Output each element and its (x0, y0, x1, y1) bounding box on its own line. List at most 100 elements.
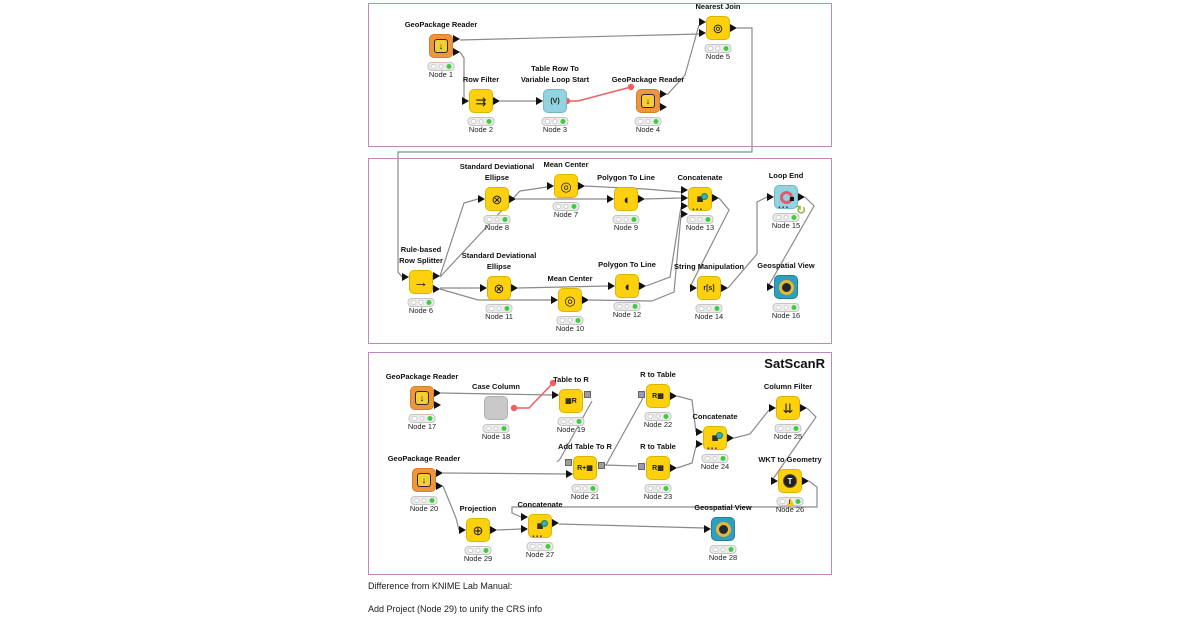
input-port[interactable] (536, 97, 543, 105)
node-29[interactable]: Projection⊕ Node 29 (459, 504, 497, 563)
output-port[interactable] (638, 195, 645, 203)
node-icon-box[interactable]: R+▦ (573, 456, 597, 480)
wire[interactable] (517, 285, 609, 289)
wire[interactable] (645, 206, 682, 287)
r-port[interactable] (565, 458, 572, 466)
wire[interactable] (584, 185, 682, 193)
output-port[interactable] (798, 193, 805, 201)
node-icon-box[interactable]: T (778, 469, 802, 493)
node-icon-box[interactable]: ↓ (410, 386, 434, 410)
output-port[interactable] (552, 519, 559, 527)
input-port[interactable] (478, 195, 485, 203)
r-port[interactable] (584, 390, 591, 398)
wire[interactable] (442, 472, 567, 475)
node-icon-box[interactable]: ⇊ (776, 396, 800, 420)
node-icon-box[interactable]: ▦ ... (528, 514, 552, 540)
input-port[interactable] (521, 513, 528, 521)
output-port[interactable] (434, 401, 441, 409)
node-icon-box[interactable]: r[s] (697, 276, 721, 300)
flow-variable-wire[interactable] (514, 382, 554, 409)
input-port[interactable] (681, 194, 688, 202)
wire[interactable] (558, 523, 705, 529)
input-port[interactable] (547, 182, 554, 190)
wire[interactable] (676, 445, 697, 469)
wire[interactable] (644, 197, 682, 200)
ellipse-loop-box[interactable] (368, 158, 832, 344)
node-icon-box[interactable]: → (409, 270, 433, 294)
input-port[interactable] (699, 29, 706, 37)
wire[interactable] (666, 24, 700, 96)
node-icon-box[interactable]: ↓ (412, 468, 436, 492)
input-port[interactable] (608, 282, 615, 290)
output-port[interactable] (712, 194, 719, 202)
node-7[interactable]: Mean Center◎ Node 7 (543, 160, 588, 220)
node-13[interactable]: Concatenate▦ ... Node 13 (677, 173, 722, 233)
output-port[interactable] (453, 48, 460, 56)
node-icon-box[interactable]: ⇉ (469, 89, 493, 113)
node-20[interactable]: GeoPackage Reader↓ Node 20 (388, 454, 461, 514)
node-28[interactable]: Geospatial View Node 28 (694, 503, 751, 563)
input-port[interactable] (402, 273, 409, 281)
wire[interactable] (588, 214, 682, 302)
output-port[interactable] (730, 24, 737, 32)
output-port[interactable] (670, 392, 677, 400)
output-port[interactable] (660, 90, 667, 98)
wire[interactable] (772, 407, 817, 480)
node-icon-box[interactable]: R▦ (646, 456, 670, 480)
output-port[interactable] (578, 182, 585, 190)
node-25[interactable]: Column Filter⇊ Node 25 (764, 382, 812, 442)
wire[interactable] (439, 198, 479, 277)
input-port[interactable] (552, 391, 559, 399)
input-port[interactable] (607, 195, 614, 203)
node-icon-box[interactable]: (V) (543, 89, 567, 113)
node-icon-box[interactable]: ⊚ (706, 16, 730, 40)
node-icon-box[interactable]: ⊕ (466, 518, 490, 542)
r-port[interactable] (638, 462, 645, 470)
node-10[interactable]: Mean Center◎ Node 10 (547, 274, 592, 334)
node-icon-box[interactable] (484, 396, 508, 420)
node-icon-box[interactable]: ... (774, 185, 798, 211)
node-12[interactable]: Polygon To Line◖ Node 12 (598, 260, 656, 320)
input-port[interactable] (767, 193, 774, 201)
input-port[interactable] (696, 428, 703, 436)
node-27[interactable]: Concatenate▦ ... Node 27 (517, 500, 562, 560)
node-icon-box[interactable]: ↓ (429, 34, 453, 58)
wire[interactable] (397, 27, 753, 278)
node-icon-box[interactable]: ▦ ... (688, 187, 712, 213)
wire[interactable] (733, 409, 770, 439)
node-icon-box[interactable] (774, 275, 798, 299)
node-15[interactable]: Loop End ... ↻Node 15 (767, 171, 806, 230)
node-24[interactable]: Concatenate▦ ... Node 24 (692, 412, 737, 472)
r-port[interactable] (638, 390, 645, 398)
wire[interactable] (676, 395, 697, 433)
output-port[interactable] (727, 434, 734, 442)
wire[interactable] (727, 196, 768, 289)
input-port[interactable] (521, 525, 528, 533)
input-port[interactable] (566, 470, 573, 478)
wire[interactable] (496, 528, 522, 531)
output-port[interactable] (490, 526, 497, 534)
wire[interactable] (442, 485, 460, 531)
node-icon-box[interactable]: ▦R (559, 389, 583, 413)
output-port[interactable] (511, 284, 518, 292)
output-port[interactable] (433, 272, 440, 280)
wire[interactable] (605, 397, 644, 466)
node-16[interactable]: Geospatial View Node 16 (757, 261, 814, 321)
input-port[interactable] (696, 440, 703, 448)
wire[interactable] (459, 33, 700, 41)
output-port[interactable] (670, 464, 677, 472)
node-icon-box[interactable]: ◖ (614, 187, 638, 211)
wire[interactable] (689, 197, 730, 288)
input-port[interactable] (767, 283, 774, 291)
input-port[interactable] (681, 186, 688, 194)
flow-variable-wire[interactable] (567, 86, 632, 102)
input-port[interactable] (480, 284, 487, 292)
node-icon-box[interactable]: ◎ (554, 174, 578, 198)
